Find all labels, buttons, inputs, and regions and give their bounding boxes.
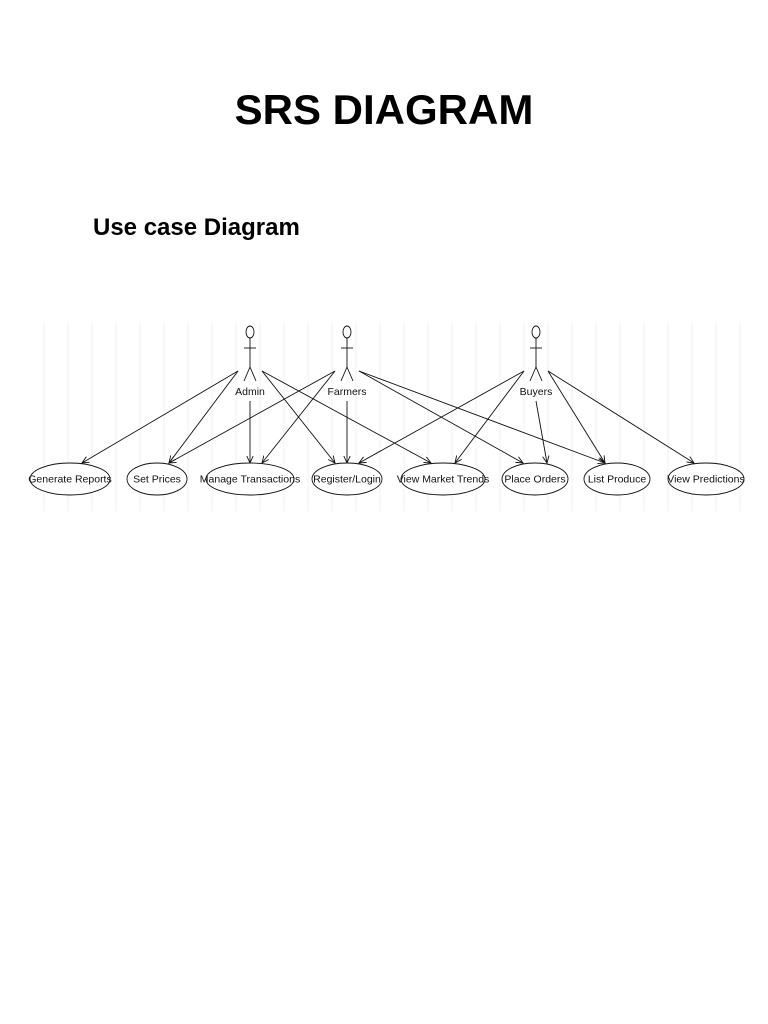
use-case-view-predictions: View Predictions [667,462,745,496]
use-case-ellipse [501,462,569,496]
use-case-register-login: Register/Login [311,462,383,496]
use-case-place-orders: Place Orders [501,462,569,496]
actor-buyers: Buyers [520,325,553,398]
use-case-label: Set Prices [133,474,181,486]
association-admin-generate-reports [82,370,239,463]
actor-farmers: Farmers [327,325,367,398]
association-buyers-view-predictions [547,370,694,463]
association-buyers-register-login [359,370,525,463]
association-buyers-list-produce [547,370,605,463]
association-admin-set-prices [169,370,239,463]
use-case-manage-transactions: Manage Transactions [200,462,300,496]
page-title: SRS DIAGRAM [234,86,534,133]
association-buyers-place-orders [535,400,547,463]
use-case-set-prices: Set Prices [126,462,188,496]
use-case-ellipse [400,462,486,496]
actor-label: Farmers [327,386,366,398]
use-case-label: List Produce [588,474,647,486]
section-title: Use case Diagram [93,214,300,241]
use-case-ellipse [583,462,651,496]
use-case-diagram: Admin Farmers Buyers Generate Reports Set P… [28,323,745,511]
use-case-label: Generate Reports [28,474,111,486]
use-case-label: Manage Transactions [200,474,300,486]
association-farmers-set-prices [169,370,336,463]
association-buyers-view-market-trends [455,370,525,463]
use-case-ellipse [29,462,111,496]
actor-admin: Admin [235,325,265,398]
stick-figure-icon [243,325,257,382]
use-case-label: Register/Login [313,474,381,486]
use-case-label: View Market Trends [397,474,490,486]
use-case-ellipse [311,462,383,496]
use-case-view-market-trends: View Market Trends [397,462,490,496]
use-case-generate-reports: Generate Reports [28,462,112,496]
use-case-list-produce: List Produce [583,462,651,496]
stick-figure-icon [529,325,543,382]
association-farmers-list-produce [358,370,605,463]
use-case-ellipse [126,462,188,496]
use-case-label: View Predictions [667,474,744,486]
association-farmers-manage-transactions [262,370,336,463]
stick-figure-icon [340,325,354,382]
actor-label: Admin [235,386,265,398]
use-case-ellipse [205,462,295,496]
use-case-ellipse [667,462,745,496]
association-admin-view-market-trends [261,370,431,463]
use-case-label: Place Orders [504,474,565,486]
actor-label: Buyers [520,386,553,398]
